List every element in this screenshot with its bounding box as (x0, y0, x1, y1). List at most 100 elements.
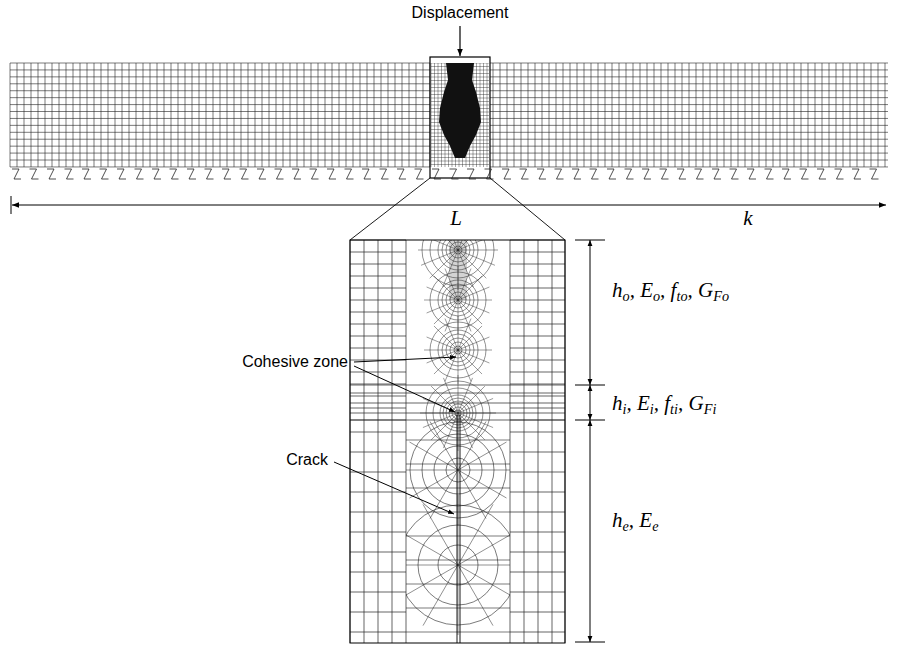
mesh-line (350, 348, 406, 349)
spring-symbol (467, 169, 476, 179)
layer-properties: hi, Ei, fti, GFi (612, 391, 716, 415)
spring-symbol (82, 169, 91, 179)
spring-symbol (800, 169, 809, 179)
mesh-line (350, 532, 406, 533)
zoom-line (350, 178, 430, 240)
part-label: Cohesive zone (242, 353, 348, 371)
mesh-line (431, 164, 489, 165)
spring-symbol (520, 169, 529, 179)
mesh-line (381, 63, 382, 167)
mesh-line (668, 63, 669, 167)
crack-line (460, 415, 461, 643)
mesh-line (350, 264, 406, 265)
mesh-line (350, 312, 406, 313)
mesh-line (458, 240, 486, 250)
mesh-line (510, 240, 511, 643)
mesh-line (458, 240, 473, 250)
layer-boundary (350, 385, 565, 386)
mesh-line (31, 63, 32, 167)
mesh-line (10, 160, 430, 161)
dimension-tick (575, 642, 605, 643)
spring-symbol (345, 169, 354, 179)
mesh-line (410, 470, 458, 498)
mesh-line (490, 76, 888, 77)
dimension-line (590, 385, 591, 420)
mesh-line (510, 432, 565, 433)
mesh-line (458, 300, 492, 301)
mesh-line (490, 125, 888, 126)
mesh-line (654, 63, 655, 167)
mesh-line (115, 63, 116, 167)
mesh-line (406, 240, 407, 643)
mesh-line (66, 63, 67, 167)
mesh-line (510, 288, 565, 289)
layer-boundary (350, 413, 565, 414)
mesh-line (458, 240, 459, 250)
mesh-line (745, 63, 746, 167)
mesh-line (570, 63, 571, 167)
mesh-line (464, 240, 465, 300)
mesh-line (487, 63, 488, 167)
beam-mesh (10, 57, 888, 178)
mesh-line (392, 240, 393, 643)
spring-symbol (135, 169, 144, 179)
spring-symbol (100, 169, 109, 179)
mesh-line (406, 560, 510, 561)
mesh-line (350, 300, 406, 301)
mesh-line (510, 512, 565, 513)
mesh-line (10, 90, 430, 91)
mesh-line (710, 63, 711, 167)
mesh-line (490, 146, 888, 147)
mesh-line (269, 63, 270, 167)
mesh-line (458, 470, 486, 518)
mesh-line (490, 69, 888, 70)
spring-symbol (712, 169, 721, 179)
spring-symbol (12, 169, 21, 179)
mesh-line (350, 572, 406, 573)
mesh-line (458, 316, 459, 350)
mesh-line (878, 63, 879, 167)
mesh-line (510, 276, 565, 277)
mesh-line (675, 63, 676, 167)
mesh-line (206, 63, 207, 167)
mesh-line (10, 111, 430, 112)
mesh-line (510, 324, 565, 325)
spring-symbol (415, 169, 424, 179)
mesh-line (143, 63, 144, 167)
mesh-line (458, 240, 495, 250)
mesh-line (490, 160, 888, 161)
mesh-line (598, 63, 599, 167)
mesh-line (406, 440, 510, 441)
layer-boundary (350, 403, 565, 404)
mesh-line (73, 63, 74, 167)
mesh-line (304, 63, 305, 167)
spring-symbol (47, 169, 56, 179)
mesh-line (350, 396, 406, 397)
mesh-line (490, 111, 888, 112)
mesh-line (510, 360, 565, 361)
spring-symbol (362, 169, 371, 179)
mesh-line (409, 63, 410, 167)
mesh-line (458, 504, 493, 565)
mesh-line (395, 63, 396, 167)
mesh-line (458, 565, 510, 600)
mesh-line (458, 350, 482, 374)
leader-line (354, 366, 455, 412)
mesh-line (10, 139, 430, 140)
mesh-line (563, 63, 564, 167)
mesh-line (406, 464, 510, 465)
dimension-tick (575, 240, 605, 241)
spring-symbol (397, 169, 406, 179)
mesh-line (378, 240, 379, 643)
spring-symbol (170, 169, 179, 179)
mesh-line (87, 63, 88, 167)
spring-symbol (835, 169, 844, 179)
mesh-line (591, 63, 592, 167)
mesh-line (612, 63, 613, 167)
mesh-line (332, 63, 333, 167)
mesh-line (552, 240, 553, 643)
mesh-line (150, 63, 151, 167)
mesh-line (10, 63, 430, 64)
mesh-line (311, 63, 312, 167)
